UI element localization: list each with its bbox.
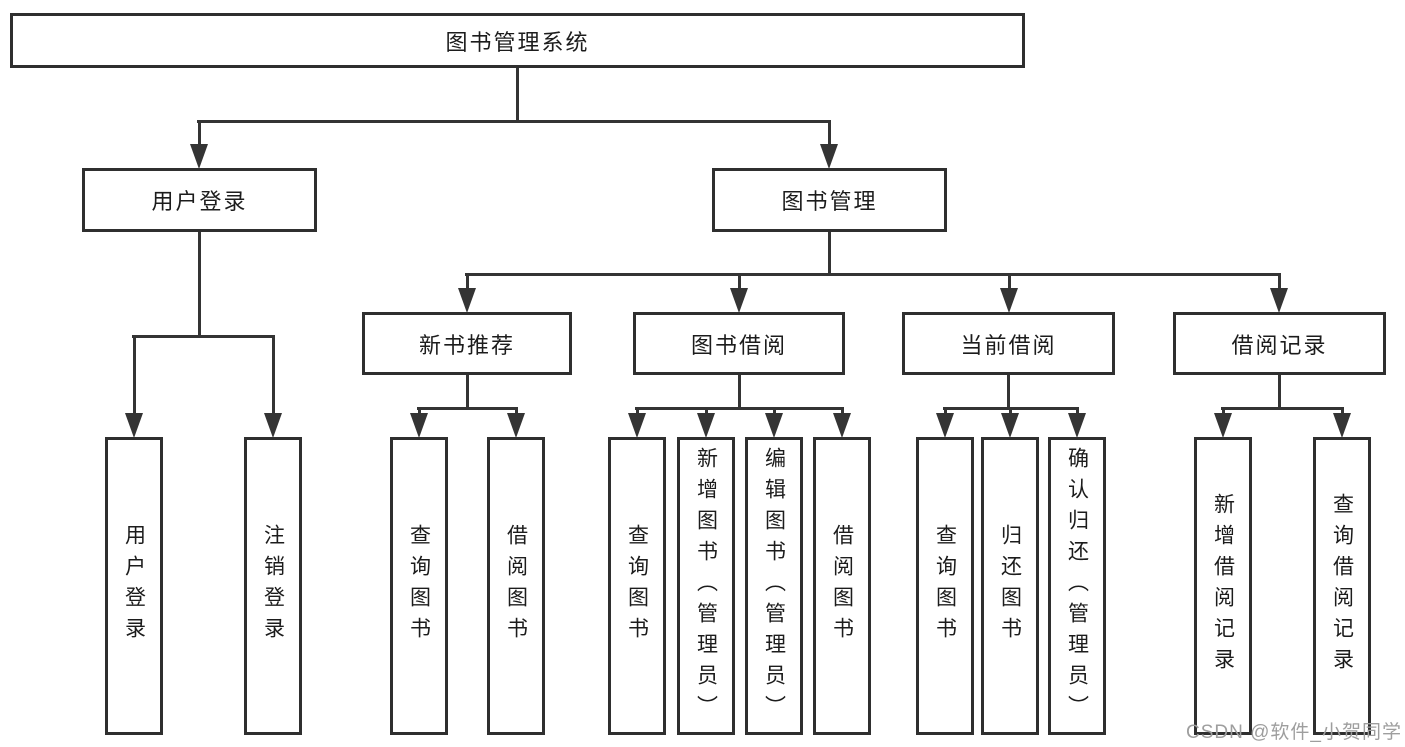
arrow-down-icon	[1001, 413, 1019, 438]
csdn-watermark: CSDN @软件_小贺同学	[1186, 722, 1402, 743]
connector-tail	[1222, 407, 1225, 415]
arrow-down-icon	[507, 413, 525, 438]
connector-borrowing-stub	[738, 375, 741, 410]
node-book-borrowing: 图书借阅	[633, 312, 845, 375]
arrow-down-icon	[1000, 288, 1018, 313]
connector-tail	[418, 407, 421, 415]
connector-tail	[1008, 273, 1011, 290]
connector-tail	[1009, 407, 1012, 415]
leaf-label: 借阅图书	[504, 524, 528, 648]
connector-tail	[841, 407, 844, 415]
leaf-query-books-current: 查询图书	[916, 437, 974, 735]
leaf-label: 注销登录	[261, 524, 285, 648]
connector-current-stub	[1007, 375, 1010, 410]
connector-tail	[1076, 407, 1079, 415]
connector-tail	[515, 407, 518, 415]
connector-user-login-bar	[132, 335, 275, 338]
connector-tail	[272, 335, 275, 415]
connector-tail	[944, 407, 947, 415]
arrow-down-icon	[1270, 288, 1288, 313]
node-label: 用户登录	[151, 189, 248, 214]
arrow-down-icon	[628, 413, 646, 438]
node-label: 图书管理系统	[445, 29, 590, 55]
leaf-borrow-books-recommend: 借阅图书	[487, 437, 545, 735]
connector-recommend-bar	[417, 407, 518, 410]
node-library-management-system: 图书管理系统	[10, 13, 1025, 68]
arrow-down-icon	[833, 413, 851, 438]
connector-tail	[773, 407, 776, 415]
connector-recommend-stub	[466, 375, 469, 410]
connector-tail	[705, 407, 708, 415]
connector-records-stub	[1278, 375, 1281, 410]
connector-tail	[466, 273, 469, 290]
connector-borrowing-bar	[635, 407, 844, 410]
node-current-borrowing: 当前借阅	[902, 312, 1115, 375]
leaf-label: 确认归还（管理员）	[1065, 446, 1089, 726]
connector-tail	[738, 273, 741, 290]
node-book-management: 图书管理	[712, 168, 947, 232]
connector-level2-bar	[197, 120, 831, 123]
leaf-add-books-admin: 新增图书（管理员）	[677, 437, 735, 735]
arrow-down-icon	[125, 413, 143, 438]
node-user-login-module: 用户登录	[82, 168, 317, 232]
leaf-query-books-borrowing: 查询图书	[608, 437, 666, 735]
leaf-confirm-return-admin: 确认归还（管理员）	[1048, 437, 1106, 735]
arrow-down-icon	[1068, 413, 1086, 438]
connector-tail	[1278, 273, 1281, 290]
arrow-down-icon	[765, 413, 783, 438]
leaf-query-borrow-record: 查询借阅记录	[1313, 437, 1371, 735]
connector-level3-bar	[465, 273, 1281, 276]
leaf-label: 查询图书	[625, 524, 649, 648]
leaf-user-login: 用户登录	[105, 437, 163, 735]
connector-user-login-stub	[198, 232, 201, 338]
arrow-down-icon	[1214, 413, 1232, 438]
node-label: 图书借阅	[690, 332, 787, 358]
arrow-down-icon	[936, 413, 954, 438]
leaf-label: 编辑图书（管理员）	[762, 446, 786, 726]
arrow-down-icon	[190, 144, 208, 169]
node-label: 当前借阅	[960, 332, 1057, 358]
leaf-borrow-books-borrowing: 借阅图书	[813, 437, 871, 735]
connector-tail	[198, 120, 201, 146]
connector-root-stub	[516, 68, 519, 122]
connector-tail	[133, 335, 136, 415]
leaf-label: 查询借阅记录	[1330, 493, 1354, 679]
arrow-down-icon	[458, 288, 476, 313]
arrow-down-icon	[264, 413, 282, 438]
node-label: 新书推荐	[418, 332, 515, 358]
arrow-down-icon	[1333, 413, 1351, 438]
node-borrowing-records: 借阅记录	[1173, 312, 1386, 375]
leaf-query-books-recommend: 查询图书	[390, 437, 448, 735]
leaf-label: 借阅图书	[830, 524, 854, 648]
connector-tail	[1341, 407, 1344, 415]
leaf-label: 查询图书	[933, 524, 957, 648]
connector-records-bar	[1221, 407, 1344, 410]
leaf-label: 新增借阅记录	[1211, 493, 1235, 679]
leaf-edit-books-admin: 编辑图书（管理员）	[745, 437, 803, 735]
arrow-down-icon	[410, 413, 428, 438]
arrow-down-icon	[697, 413, 715, 438]
node-new-book-recommend: 新书推荐	[362, 312, 572, 375]
connector-tail	[828, 120, 831, 146]
connector-book-mgmt-stub	[828, 232, 831, 276]
leaf-label: 新增图书（管理员）	[694, 446, 718, 726]
leaf-add-borrow-record: 新增借阅记录	[1194, 437, 1252, 735]
node-label: 借阅记录	[1231, 332, 1328, 358]
connector-tail	[636, 407, 639, 415]
leaf-return-books: 归还图书	[981, 437, 1039, 735]
arrow-down-icon	[730, 288, 748, 313]
node-label: 图书管理	[781, 189, 878, 214]
leaf-label: 归还图书	[998, 524, 1022, 648]
leaf-label: 查询图书	[407, 524, 431, 648]
arrow-down-icon	[820, 144, 838, 169]
leaf-label: 用户登录	[122, 524, 146, 648]
leaf-logout: 注销登录	[244, 437, 302, 735]
